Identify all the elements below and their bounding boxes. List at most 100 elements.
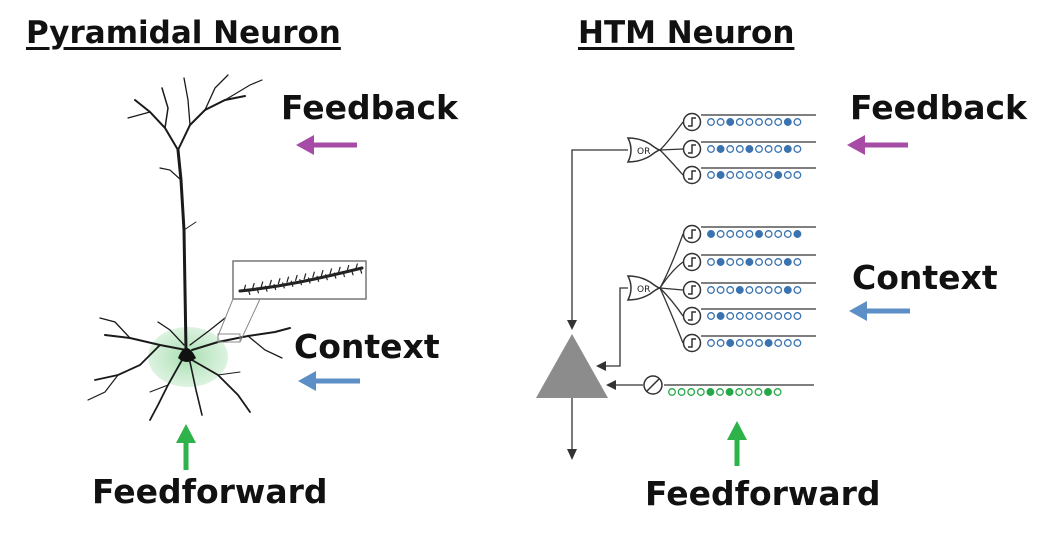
inactive-synapse bbox=[707, 339, 715, 347]
inactive-synapse bbox=[764, 145, 773, 153]
active-synapse bbox=[707, 230, 715, 238]
inactive-synapse bbox=[764, 118, 773, 126]
dendrite-segments bbox=[664, 112, 816, 396]
active-synapse bbox=[726, 339, 735, 347]
inactive-synapse bbox=[687, 388, 696, 396]
inactive-synapse bbox=[716, 286, 725, 294]
inactive-synapse bbox=[773, 388, 782, 396]
inactive-synapse bbox=[735, 258, 744, 266]
feedforward-arrow-left bbox=[176, 424, 196, 470]
inactive-synapse bbox=[774, 230, 783, 238]
active-synapse bbox=[716, 171, 725, 179]
active-synapse bbox=[726, 118, 735, 126]
inactive-synapse bbox=[735, 171, 744, 179]
active-synapse bbox=[764, 388, 772, 396]
inactive-synapse bbox=[793, 312, 802, 320]
inactive-synapse bbox=[726, 171, 735, 179]
inactive-synapse bbox=[774, 118, 783, 126]
inactive-synapse bbox=[745, 118, 754, 126]
inactive-synapse bbox=[755, 312, 763, 320]
inactive-synapse bbox=[745, 171, 754, 179]
inactive-synapse bbox=[707, 258, 715, 266]
inactive-synapse bbox=[735, 339, 744, 347]
pyramidal-neuron-title: Pyramidal Neuron bbox=[26, 15, 341, 51]
inactive-synapse bbox=[755, 286, 763, 294]
inactive-synapse bbox=[745, 286, 754, 294]
inactive-synapse bbox=[793, 286, 802, 294]
inactive-synapse bbox=[755, 339, 763, 347]
inactive-synapse bbox=[755, 258, 763, 266]
inactive-synapse bbox=[716, 230, 725, 238]
inactive-synapse bbox=[793, 339, 802, 347]
active-synapse bbox=[716, 258, 725, 266]
inactive-synapse bbox=[668, 388, 676, 396]
inactive-synapse bbox=[726, 145, 735, 153]
active-synapse bbox=[783, 145, 792, 153]
inactive-synapse bbox=[793, 258, 802, 266]
active-synapse bbox=[716, 312, 725, 320]
inactive-synapse bbox=[793, 171, 802, 179]
inactive-synapse bbox=[774, 312, 783, 320]
inactive-synapse bbox=[783, 339, 792, 347]
active-synapse bbox=[793, 230, 802, 238]
inactive-synapse bbox=[707, 145, 715, 153]
inactive-synapse bbox=[764, 171, 773, 179]
inactive-synapse bbox=[745, 230, 754, 238]
feedforward-label-right: Feedforward bbox=[645, 474, 881, 513]
inactive-synapse bbox=[716, 339, 725, 347]
inactive-synapse bbox=[735, 312, 744, 320]
inactive-synapse bbox=[764, 258, 773, 266]
step-function-glyph bbox=[688, 117, 696, 127]
context-label-right: Context bbox=[852, 258, 998, 297]
step-function-glyph bbox=[688, 257, 696, 267]
active-synapse bbox=[755, 230, 763, 238]
inactive-synapse bbox=[774, 145, 783, 153]
htm-neuron-title: HTM Neuron bbox=[578, 15, 795, 51]
inactive-synapse bbox=[755, 171, 763, 179]
htm-neuron-diagram: OR OR bbox=[536, 112, 816, 460]
inactive-synapse bbox=[735, 230, 744, 238]
inactive-synapse bbox=[707, 171, 715, 179]
inactive-synapse bbox=[774, 286, 783, 294]
active-synapse bbox=[783, 258, 792, 266]
proximal-integrator-icon bbox=[643, 375, 663, 395]
step-function-glyph bbox=[688, 229, 696, 239]
inactive-synapse bbox=[716, 118, 725, 126]
inactive-synapse bbox=[677, 388, 686, 396]
pyramidal-neuron-drawing bbox=[87, 74, 367, 421]
feedback-label-right: Feedback bbox=[850, 88, 1027, 127]
or-gate-label: OR bbox=[637, 285, 650, 295]
feedback-arrow-left bbox=[296, 135, 357, 155]
inactive-synapse bbox=[726, 230, 735, 238]
inactive-synapse bbox=[783, 171, 792, 179]
active-synapse bbox=[783, 118, 792, 126]
dendrite-spine-closeup bbox=[238, 263, 364, 296]
active-synapse bbox=[716, 145, 725, 153]
feedback-label-left: Feedback bbox=[281, 88, 458, 127]
inactive-synapse bbox=[707, 118, 715, 126]
inactive-synapse bbox=[774, 258, 783, 266]
step-function-glyph bbox=[688, 170, 696, 180]
output-arrowhead bbox=[567, 449, 577, 460]
htm-soma-triangle bbox=[536, 334, 608, 398]
context-or-gate: OR bbox=[626, 275, 661, 301]
step-function-glyph bbox=[688, 338, 696, 348]
inactive-synapse bbox=[745, 339, 754, 347]
step-function-glyph bbox=[688, 144, 696, 154]
inactive-synapse bbox=[735, 145, 744, 153]
feedforward-arrow-right bbox=[727, 421, 747, 466]
step-function-glyph bbox=[688, 311, 696, 321]
context-arrow-left bbox=[298, 371, 360, 391]
inactive-synapse bbox=[754, 388, 763, 396]
inactive-synapse bbox=[764, 286, 773, 294]
inactive-synapse bbox=[764, 312, 773, 320]
inactive-synapse bbox=[707, 286, 715, 294]
inactive-synapse bbox=[707, 312, 715, 320]
active-synapse bbox=[706, 388, 715, 396]
inactive-synapse bbox=[735, 118, 744, 126]
feedforward-label-left: Feedforward bbox=[92, 472, 328, 511]
active-synapse bbox=[783, 286, 792, 294]
inactive-synapse bbox=[735, 388, 744, 396]
active-synapse bbox=[745, 145, 754, 153]
